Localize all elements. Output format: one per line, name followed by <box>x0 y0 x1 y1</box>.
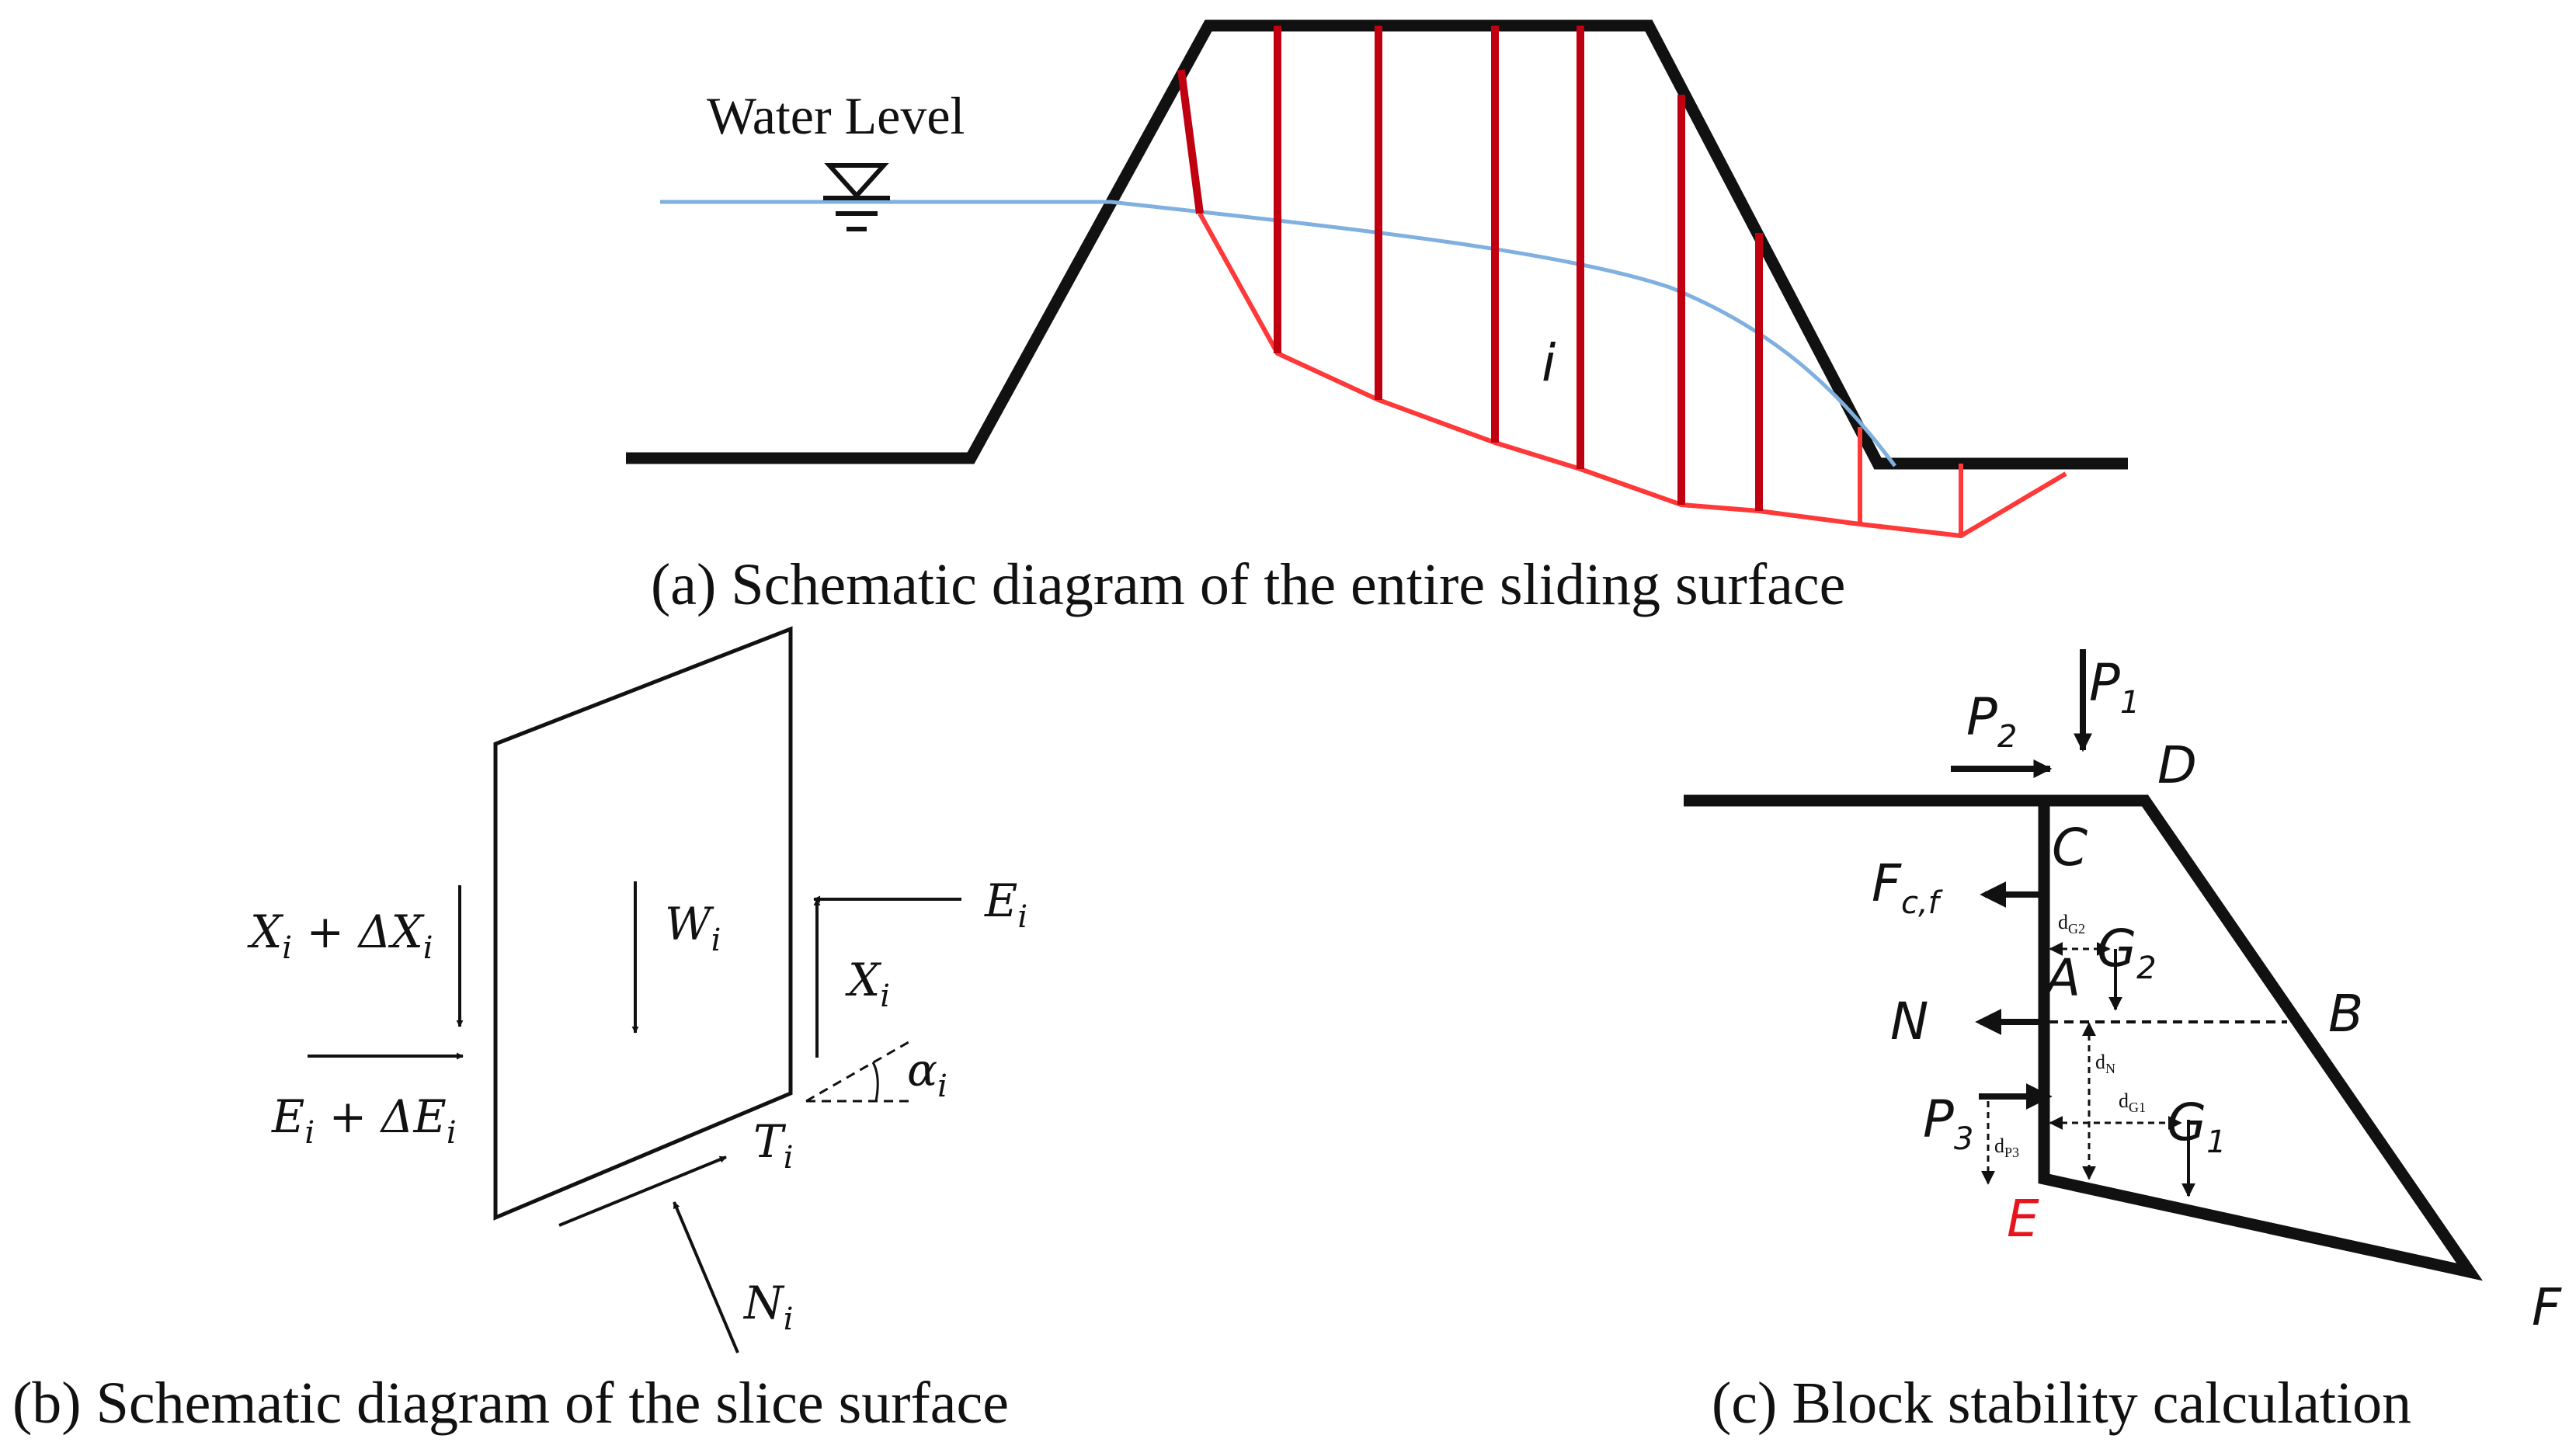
caption-a: (a) Schematic diagram of the entire slid… <box>651 552 1845 617</box>
slice-line <box>1177 69 1204 214</box>
point-d-label: D <box>2157 735 2197 795</box>
alpha-arc <box>871 1062 879 1102</box>
slip-surface <box>1198 212 2067 539</box>
point-f-label: F <box>2532 1277 2562 1337</box>
p2-label: P2 <box>1966 687 2017 755</box>
slice-i-label: i <box>1542 333 1556 393</box>
panel-b: Xi + ΔXi Ei + ΔEi Wi Ei Xi αi Ti Ni (b) … <box>12 626 1027 1436</box>
x-right-label: Xi <box>845 954 890 1014</box>
g1-label: G1 <box>2167 1093 2227 1160</box>
n-force-label: N <box>1890 992 1928 1051</box>
point-b-label: B <box>2328 984 2363 1044</box>
panel-c: P1 P2 D C A B E F Fc,f N P3 G2 G1 dG2 dN… <box>1684 649 2562 1436</box>
point-a-label: A <box>2042 948 2081 1008</box>
dp3-label: dP3 <box>1994 1135 2019 1160</box>
panel-a: Water Level i (a) Schematic diagram of t… <box>626 19 2128 617</box>
fcf-label: Fc,f <box>1872 853 1944 921</box>
embankment-outline <box>626 19 2128 470</box>
point-c-label: C <box>2052 818 2088 877</box>
p1-label: P1 <box>2089 653 2140 721</box>
x-left-label: Xi + ΔXi <box>247 905 433 966</box>
caption-b: (b) Schematic diagram of the slice surfa… <box>12 1371 1009 1436</box>
g2-label: G2 <box>2097 919 2157 986</box>
point-e-label: E <box>2007 1189 2039 1249</box>
dn-label: dN <box>2095 1051 2115 1076</box>
n-label: Ni <box>742 1277 794 1337</box>
alpha-angle <box>805 1041 909 1103</box>
dg1-label: dG1 <box>2119 1089 2146 1115</box>
slice-block <box>493 626 793 1221</box>
p3-label: P3 <box>1923 1089 1973 1157</box>
block-outline <box>2038 794 2483 1281</box>
w-label: Wi <box>665 898 721 958</box>
e-left-label: Ei + ΔEi <box>271 1090 457 1151</box>
t-label: Ti <box>753 1115 793 1176</box>
phreatic-water-line <box>660 200 1896 467</box>
dg2-label: dG2 <box>2058 911 2085 936</box>
water-level-label: Water Level <box>707 86 965 145</box>
alpha-label: αi <box>907 1044 947 1104</box>
n-arrow <box>673 1201 739 1353</box>
slice-boundaries <box>1177 26 1963 536</box>
t-arrow <box>558 1155 727 1227</box>
caption-c: (c) Block stability calculation <box>1712 1371 2411 1436</box>
water-level-symbol <box>823 163 890 231</box>
e-right-label: Ei <box>984 874 1027 935</box>
